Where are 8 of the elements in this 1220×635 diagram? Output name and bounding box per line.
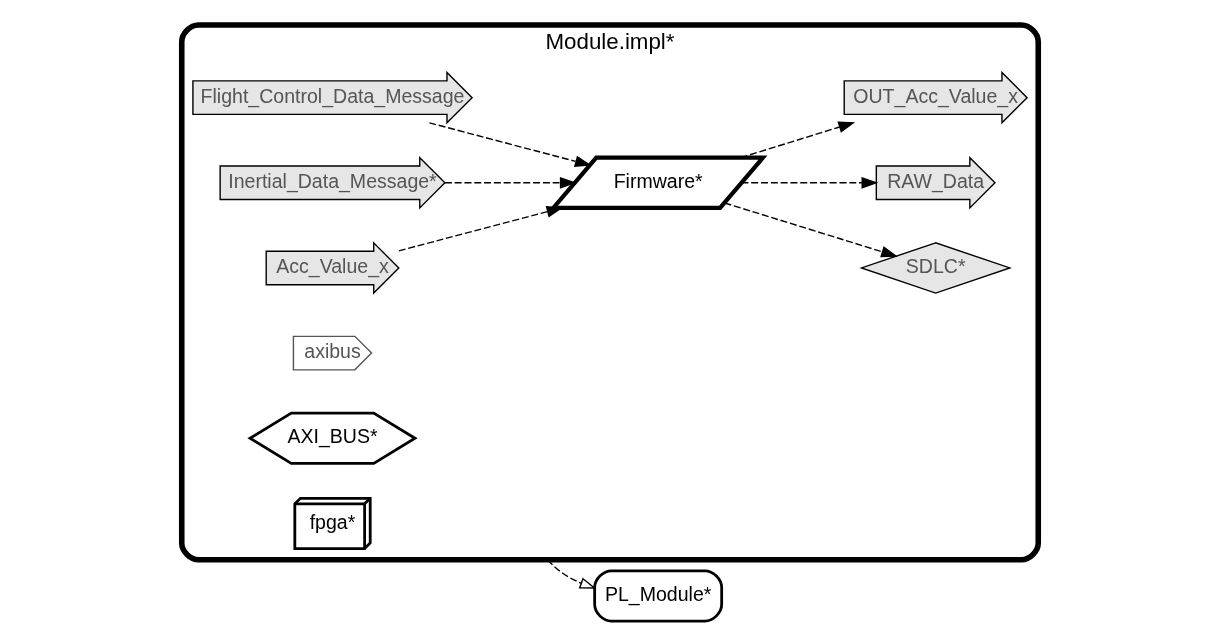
arrow	[444, 176, 577, 189]
node-box: PL_Module*	[593, 569, 724, 623]
arrow	[740, 121, 856, 159]
arrow	[428, 122, 592, 168]
node-diamond: SDLC*	[859, 242, 1012, 294]
arrow	[740, 176, 879, 189]
arrow	[723, 202, 898, 258]
arrow	[546, 559, 597, 589]
